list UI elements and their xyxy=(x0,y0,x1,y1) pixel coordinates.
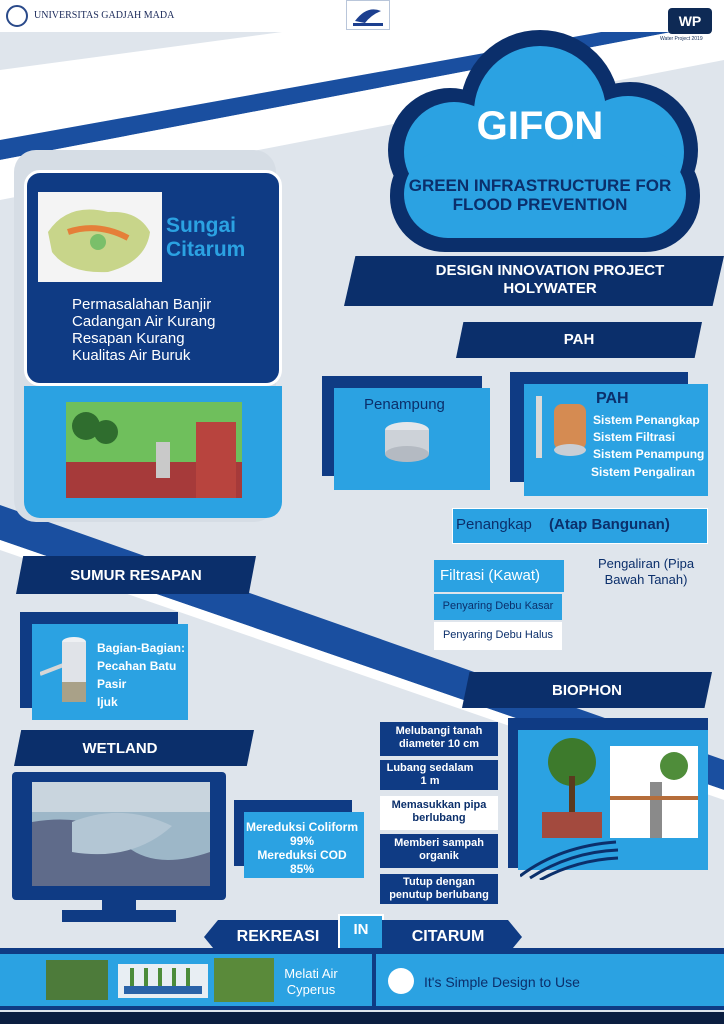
pah-tank-image xyxy=(532,390,588,464)
wp-logo: WP xyxy=(668,8,712,34)
cloud-title: GIFON xyxy=(476,104,604,148)
biophon-tree-image xyxy=(542,736,602,838)
problem-2: Cadangan Air Kurang xyxy=(72,313,216,330)
biophon-step-1-box xyxy=(380,722,498,756)
filtrasi-label: Filtrasi (Kawat) xyxy=(440,567,541,584)
tagline-circle-icon xyxy=(388,968,414,994)
filter-fine-card xyxy=(434,622,562,650)
citarum-label: CITARUM xyxy=(411,928,485,945)
problem-1: Permasalahan Banjir xyxy=(72,296,212,313)
biophon-step-1: Melubangi tanah diameter 10 cm xyxy=(395,725,483,751)
sungai-title-2: Citarum xyxy=(166,238,246,261)
biophon-step-3: Memasukkan pipa berlubang xyxy=(391,799,487,825)
wetland-monitor-stand xyxy=(102,900,136,910)
sumur-3d-image xyxy=(66,402,242,498)
sumur-banner-label: SUMUR RESAPAN xyxy=(70,567,202,584)
biophon-swoosh xyxy=(520,840,619,880)
biophon-step-2-box xyxy=(380,760,498,790)
penangkap-note: (Atap Bangunan) xyxy=(549,516,670,533)
pah-banner xyxy=(456,322,702,358)
in-label: IN xyxy=(353,921,369,938)
rekreasi-photo-1 xyxy=(46,960,108,1000)
pengaliran-card xyxy=(576,554,712,594)
pengaliran-label: Pengaliran (Pipa Bawah Tanah) xyxy=(597,556,695,587)
biophon-step-2: Lubang sedalam 1 m xyxy=(386,762,474,788)
university-name: UNIVERSITAS GADJAH MADA xyxy=(34,10,175,21)
pah-system-4: Sistem Pengaliran xyxy=(591,465,696,479)
sumur-part-3: Ijuk xyxy=(97,695,118,709)
biophon-banner-label: BIOPHON xyxy=(551,682,622,699)
problem-3: Resapan Kurang xyxy=(72,330,185,347)
plants-label: Melati Air Cyperus xyxy=(284,966,338,997)
biophon-diagram-image xyxy=(610,746,698,838)
tagline-label: It's Simple Design to Use xyxy=(424,974,580,990)
wetland-cod: Mereduksi COD 85% xyxy=(257,848,347,877)
holywater-logo xyxy=(346,0,390,30)
wetland-image xyxy=(32,782,210,886)
biophon-step-3-box xyxy=(380,796,498,830)
tagline-card xyxy=(376,954,724,1006)
sumur-parts-title: Bagian-Bagian: xyxy=(97,641,186,655)
sumur-banner xyxy=(16,556,256,594)
cloud-shape xyxy=(388,30,700,252)
sumur-well-image xyxy=(39,634,92,710)
problem-4: Kualitas Air Buruk xyxy=(72,347,191,364)
design-banner-line2: HOLYWATER xyxy=(503,280,597,297)
ugm-logo xyxy=(6,5,28,27)
biophon-step-5-box xyxy=(380,874,498,904)
sumur-part-1: Pecahan Batu xyxy=(97,659,177,673)
wetland-banner xyxy=(14,730,254,766)
wp-logo-label: Water Project 2019 xyxy=(660,36,703,42)
design-banner xyxy=(344,256,724,306)
sumur-part-2: Pasir xyxy=(97,677,127,691)
biophon-banner xyxy=(462,672,712,708)
pah-system-2: Sistem Filtrasi xyxy=(593,430,676,444)
wetland-banner-label: WETLAND xyxy=(82,740,158,757)
penampung-label: Penampung xyxy=(364,396,445,413)
cloud-subtitle-2: FLOOD PREVENTION xyxy=(452,195,628,214)
filter-fine-label: Penyaring Debu Halus xyxy=(442,629,554,641)
pah-system-3: Sistem Penampung xyxy=(593,447,705,461)
wetland-coliform: Mereduksi Coliform 99% xyxy=(245,820,359,849)
design-banner-line1: DESIGN INNOVATION PROJECT xyxy=(435,262,665,279)
biophon-step-5: Tutup dengan penutup berlubang xyxy=(389,876,489,902)
filter-coarse-card xyxy=(434,594,562,620)
pah-banner-label: PAH xyxy=(563,331,595,348)
biophon-step-4-box xyxy=(380,834,498,868)
rekreasi-photo-2 xyxy=(118,964,208,998)
cloud-subtitle-1: GREEN INFRASTRUCTURE FOR xyxy=(408,176,672,195)
penampung-tank-image xyxy=(384,420,430,464)
sumur-parts-card xyxy=(32,624,188,720)
penangkap-label: Penangkap xyxy=(456,516,532,533)
wetland-monitor-base xyxy=(62,910,176,922)
pah-system-1: Sistem Penangkap xyxy=(593,413,700,427)
filter-coarse-label: Penyaring Debu Kasar xyxy=(442,600,554,612)
wetland-stats-card xyxy=(244,812,364,878)
biophon-step-4: Memberi sampah organik xyxy=(394,837,484,863)
bottom-bar xyxy=(0,1012,724,1024)
sungai-title-1: Sungai xyxy=(166,214,237,237)
citarum-map xyxy=(38,192,162,282)
rekreasi-photo-3 xyxy=(214,958,274,1002)
filtrasi-card xyxy=(434,560,564,592)
pah-box-title: PAH xyxy=(596,390,629,407)
penangkap-card xyxy=(452,508,708,544)
rekreasi-label: REKREASI xyxy=(236,928,320,945)
